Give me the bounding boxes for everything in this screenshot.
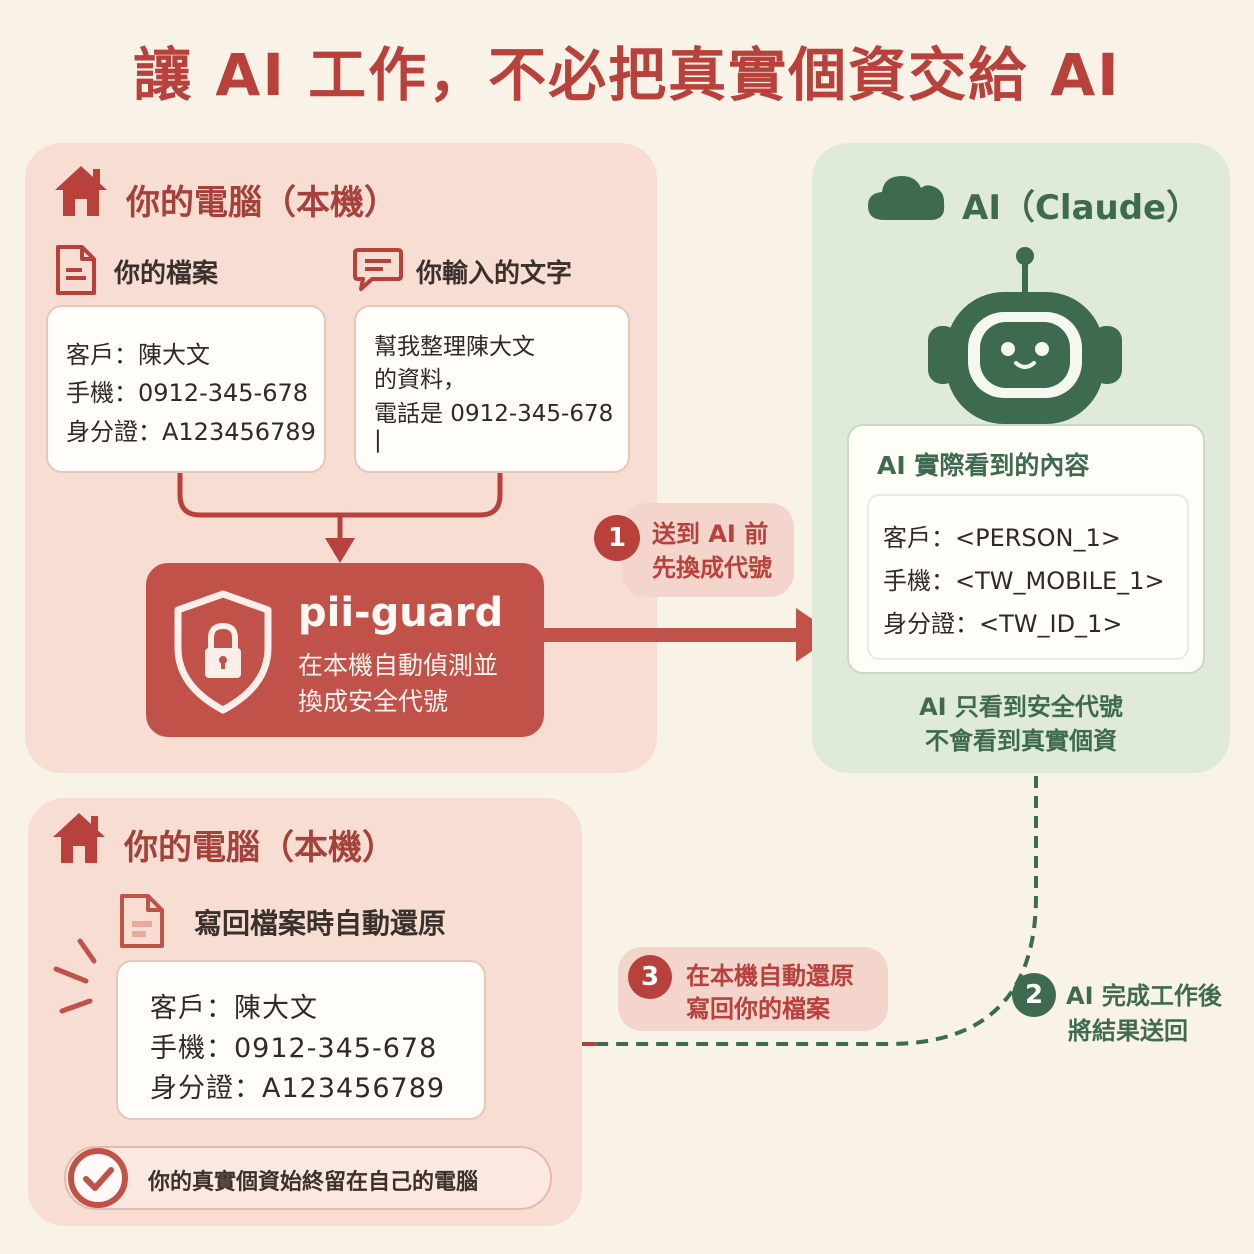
ai-seen-line-id: 身分證：<TW_ID_1>: [883, 610, 1123, 638]
step-2-line-2: 將結果送回: [1068, 1017, 1188, 1045]
restored-line-customer: 客戶：陳大文: [150, 993, 318, 1024]
step-1-line-2: 先換成代號: [652, 554, 772, 582]
shield-lock-icon: [174, 590, 272, 714]
check-circle-icon: [68, 1148, 128, 1208]
privacy-note-pill: [64, 1146, 552, 1210]
files-line-customer: 客戶：陳大文: [66, 341, 210, 369]
pii-guard-name: pii-guard: [298, 590, 504, 636]
return-path: [500, 776, 1038, 1062]
privacy-note: 你的真實個資始終留在自己的電腦: [148, 1170, 479, 1195]
step-1-line-1: 送到 AI 前: [652, 520, 769, 548]
local-heading: 你的電腦（本機）: [126, 183, 398, 223]
restored-file-card: 客戶：陳大文 手機：0912-345-678 身分證：A123456789: [116, 960, 486, 1120]
ai-seen-line-mobile: 手機：<TW_MOBILE_1>: [883, 567, 1165, 595]
robot-icon: [928, 247, 1122, 424]
spark-icon: [53, 938, 97, 1014]
step-1-badge: 1: [594, 515, 640, 561]
file-icon: [56, 245, 96, 295]
pii-guard-desc-1: 在本機自動偵測並: [298, 651, 499, 680]
step-2-badge: 2: [1012, 973, 1056, 1017]
typed-line-1: 幫我整理陳大文: [374, 334, 535, 360]
chat-icon: [353, 248, 403, 291]
merge-connector: [177, 473, 503, 563]
restored-line-id: 身分證：A123456789: [150, 1073, 446, 1104]
ai-note-2: 不會看到真實個資: [925, 727, 1117, 755]
send-arrow: [540, 608, 836, 662]
step-3-badge: 3: [628, 955, 672, 999]
step-3-line-1: 在本機自動還原: [686, 962, 854, 990]
ai-seen-title: AI 實際看到的內容: [877, 451, 1090, 480]
restored-line-mobile: 手機：0912-345-678: [150, 1033, 438, 1064]
step-2-line-1: AI 完成工作後: [1066, 982, 1222, 1010]
ai-seen-line-customer: 客戶：<PERSON_1>: [883, 524, 1121, 552]
local-restore-heading: 你的電腦（本機）: [124, 828, 396, 868]
home-icon: [55, 166, 107, 216]
typed-text-card: 幫我整理陳大文 的資料， 電話是 0912-345-678 |: [354, 305, 630, 473]
typed-line-2: 的資料，: [374, 367, 466, 393]
home-icon: [53, 813, 105, 863]
ai-heading: AI（Claude）: [962, 188, 1201, 228]
step-1-callout: [622, 503, 794, 597]
page-title: 讓 AI 工作，不必把真實個資交給 AI: [133, 41, 1121, 109]
files-line-mobile: 手機：0912-345-678: [66, 379, 309, 407]
ai-note-1: AI 只看到安全代號: [919, 693, 1123, 721]
files-card: 客戶：陳大文 手機：0912-345-678 身分證：A123456789: [46, 305, 326, 473]
text-cursor: |: [374, 427, 382, 453]
restore-label: 寫回檔案時自動還原: [194, 907, 447, 940]
step-3-line-2: 寫回你的檔案: [686, 995, 830, 1023]
files-line-id: 身分證：A123456789: [66, 418, 316, 446]
typed-line-3: 電話是 0912-345-678: [374, 401, 614, 427]
typed-text-label: 你輸入的文字: [416, 259, 573, 289]
pii-guard-desc-2: 換成安全代號: [298, 687, 449, 716]
cloud-icon: [868, 176, 945, 220]
files-label: 你的檔案: [114, 259, 219, 289]
ai-seen-card: AI 實際看到的內容 客戶：<PERSON_1> 手機：<TW_MOBILE_1…: [847, 424, 1205, 674]
file-icon: [120, 894, 164, 948]
ai-seen-inner: [867, 494, 1189, 660]
